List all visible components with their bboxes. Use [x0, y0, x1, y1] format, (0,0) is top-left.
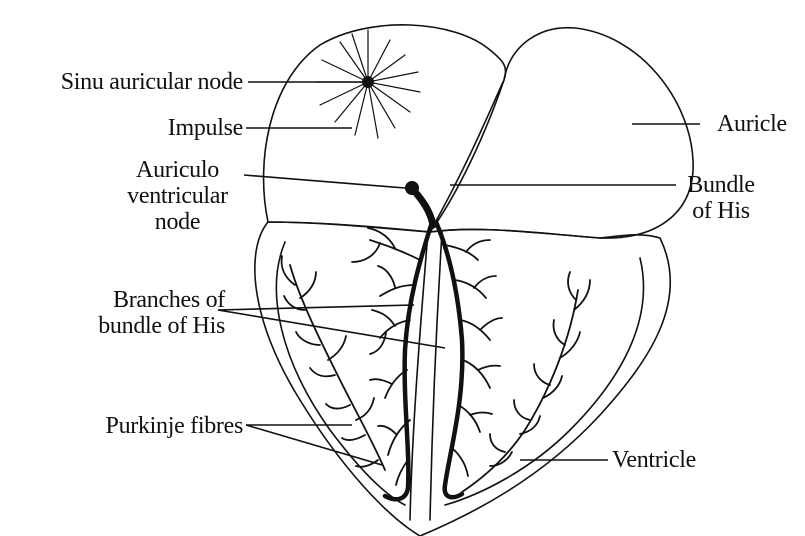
label-sa-node: Sinu auricular node	[61, 69, 243, 95]
label-av-node-line1: Auriculo	[110, 157, 245, 183]
label-av-node-line2: ventricular	[110, 183, 245, 209]
septum-line-left	[410, 232, 428, 520]
label-av-node-line3: node	[110, 209, 245, 235]
label-bundle-his-line1: Bundle	[676, 172, 766, 198]
leader-purkinje-2	[246, 425, 382, 465]
leader-branches-1	[218, 305, 414, 310]
label-ventricle: Ventricle	[612, 447, 696, 473]
label-branches: Branches of bundle of His	[98, 287, 225, 339]
septum-line-right	[430, 232, 442, 520]
label-bundle-his-line2: of His	[676, 198, 766, 224]
label-impulse: Impulse	[168, 115, 243, 141]
label-auricle: Auricle	[717, 111, 787, 137]
label-purkinje: Purkinje fibres	[106, 413, 243, 439]
sa-node-dot	[362, 76, 374, 88]
leader-branches-2	[218, 310, 445, 348]
bundle-of-his-trunk	[412, 188, 433, 225]
label-bundle-his: Bundle of His	[676, 172, 766, 224]
leader-av-node	[244, 175, 405, 188]
label-branches-line2: bundle of His	[98, 313, 225, 339]
label-branches-line1: Branches of	[98, 287, 225, 313]
right-auricle-outline	[430, 28, 693, 238]
label-av-node: Auriculo ventricular node	[110, 157, 245, 235]
